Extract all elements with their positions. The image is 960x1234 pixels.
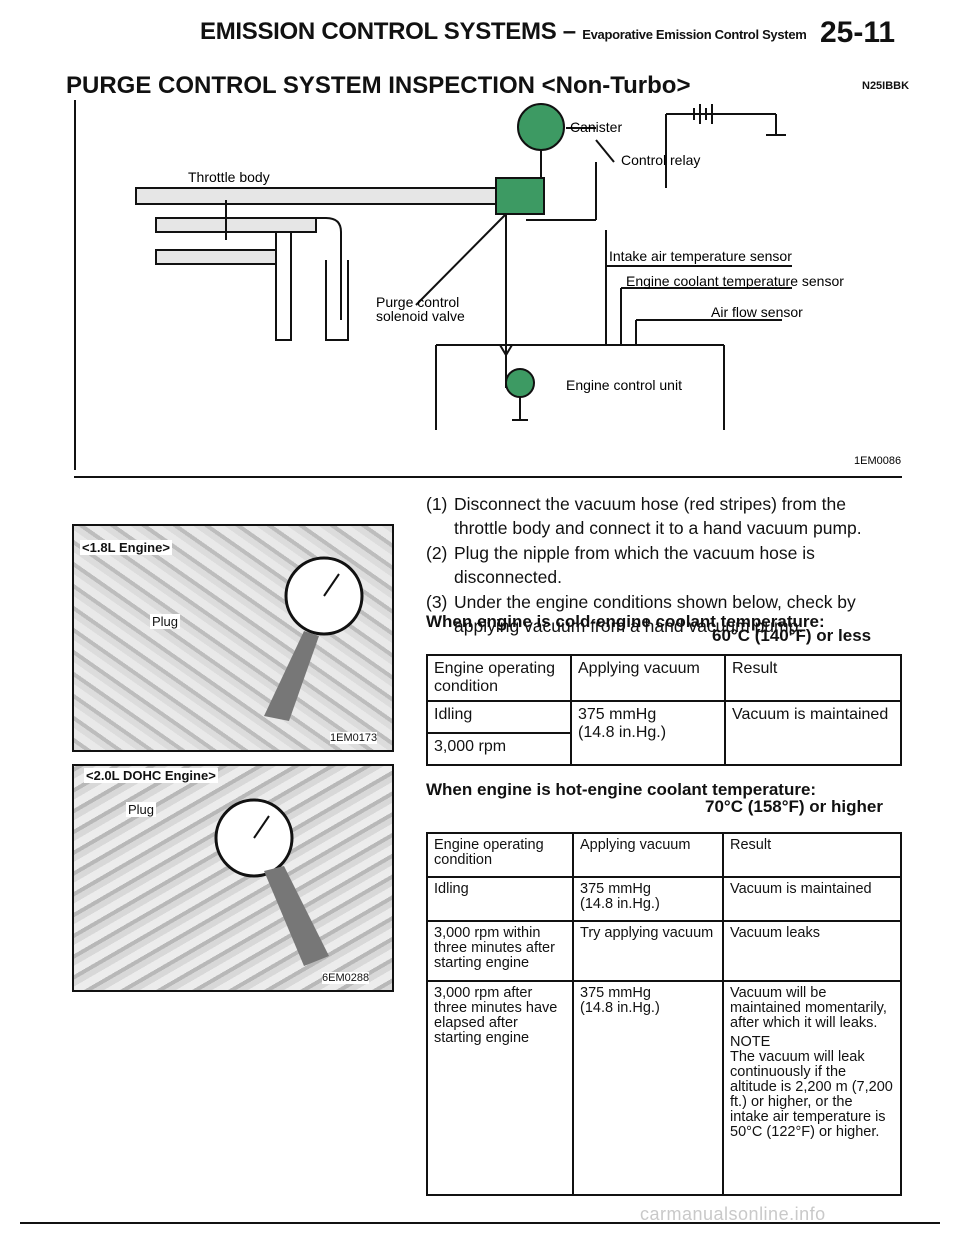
step-text: Disconnect the vacuum hose (red stripes)…	[454, 494, 862, 538]
table-row: 3,000 rpm within three minutes after sta…	[426, 920, 902, 982]
step-number: (2)	[426, 543, 448, 563]
table-cell: Idling	[426, 700, 572, 734]
photo-2-plug-label: Plug	[126, 802, 157, 817]
table-cell: 375 mmHg(14.8 in.Hg.)	[570, 700, 726, 766]
vacuum-value-inhg: (14.8 in.Hg.)	[580, 896, 660, 912]
canister-label: Canister	[570, 119, 622, 135]
table-cell: 3,000 rpm after three minutes have elaps…	[426, 980, 574, 1196]
header-dash: –	[562, 18, 576, 45]
table-cell: 375 mmHg(14.8 in.Hg.)	[572, 980, 724, 1196]
control-relay-label: Control relay	[621, 152, 700, 168]
ecu-label: Engine control unit	[566, 377, 682, 393]
vacuum-value-inhg: (14.8 in.Hg.)	[580, 1000, 660, 1016]
step-item: (3) Under the engine conditions shown bel…	[426, 590, 902, 638]
table-row: Idling 375 mmHg(14.8 in.Hg.) Vacuum is m…	[426, 876, 902, 922]
coolant-sensor-label: Engine coolant temperature sensor	[626, 273, 844, 289]
page-header: EMISSION CONTROL SYSTEMS – Evaporative E…	[200, 18, 807, 46]
table-cell: Vacuum leaks	[722, 920, 902, 982]
vacuum-value: 375 mmHg	[580, 985, 651, 1001]
note-text: The vacuum will leak continuously if the…	[730, 1049, 893, 1140]
purge-valve-label-2: solenoid valve	[376, 308, 465, 324]
header-section: EMISSION CONTROL SYSTEMS	[200, 18, 557, 45]
table-header-row: Engine operating condition Applying vacu…	[426, 654, 902, 702]
table-cell: Vacuum is maintained	[724, 700, 902, 766]
table-header: Applying vacuum	[572, 832, 724, 878]
cold-temp: 60°C (140°F) or less	[712, 626, 872, 645]
note-label: NOTE	[730, 1034, 771, 1050]
air-flow-sensor-label: Air flow sensor	[711, 304, 803, 320]
photo-1-8l-engine: <1.8L Engine> Plug 1EM0173	[72, 524, 394, 752]
diagram-left-rule	[74, 100, 76, 470]
section-code: N25IBBK	[862, 80, 910, 92]
photo-2-code: 6EM0288	[322, 972, 370, 984]
intake-air-sensor-label: Intake air temperature sensor	[609, 248, 792, 264]
table-cell: Idling	[426, 876, 574, 922]
table-header: Result	[724, 654, 902, 702]
table-cell: Vacuum is maintained	[722, 876, 902, 922]
hot-temp: 70°C (158°F) or higher	[705, 797, 883, 816]
photo-1-code: 1EM0173	[330, 732, 378, 744]
procedure-steps: (1) Disconnect the vacuum hose (red strip…	[426, 492, 902, 639]
throttle-body-label: Throttle body	[188, 169, 270, 185]
table-cell: 3,000 rpm within three minutes after sta…	[426, 920, 574, 982]
vacuum-gauge-icon-2	[214, 798, 329, 966]
photo-1-plug-label: Plug	[150, 614, 181, 629]
step-number: (3)	[426, 592, 448, 612]
footer-rule	[20, 1222, 940, 1224]
table-row: 3,000 rpm after three minutes have elaps…	[426, 980, 902, 1196]
table-header: Applying vacuum	[570, 654, 726, 702]
photo-1-label: <1.8L Engine>	[80, 540, 172, 555]
watermark: carmanualsonline.info	[640, 1204, 826, 1224]
photo-2-0l-dohc-engine: <2.0L DOHC Engine> Plug 6EM0288	[72, 764, 394, 992]
diagram-figure-code: 1EM0086	[854, 455, 901, 467]
cold-spec-table: Engine operating condition Applying vacu…	[426, 654, 902, 766]
table-header: Engine operating condition	[426, 832, 574, 878]
canister-icon	[517, 103, 565, 151]
result-text: Vacuum will be maintained momentarily, a…	[730, 985, 887, 1031]
purge-valve-label-1: Purge control	[376, 294, 459, 310]
table-cell: 375 mmHg(14.8 in.Hg.)	[572, 876, 724, 922]
step-item: (2) Plug the nipple from which the vacuum…	[426, 541, 902, 589]
hot-spec-table: Engine operating condition Applying vacu…	[426, 832, 902, 1196]
page-number: 25-11	[820, 16, 896, 49]
vacuum-value-inhg: (14.8 in.Hg.)	[578, 724, 667, 741]
vacuum-value: 375 mmHg	[578, 706, 657, 723]
table-cell: Vacuum will be maintained momentarily, a…	[722, 980, 902, 1196]
vacuum-value: 375 mmHg	[580, 881, 651, 897]
photo-2-label: <2.0L DOHC Engine>	[84, 768, 218, 783]
hot-heading: When engine is hot-engine coolant temper…	[426, 780, 817, 799]
table-header-row: Engine operating condition Applying vacu…	[426, 832, 902, 878]
vacuum-gauge-icon	[264, 556, 364, 721]
purge-system-diagram: Throttle body Canister Control relay Pur…	[135, 103, 901, 467]
header-subsection: Evaporative Emission Control System	[582, 27, 807, 42]
table-cell: 3,000 rpm	[426, 732, 572, 766]
diagram-bottom-rule	[74, 476, 902, 478]
section-title: PURGE CONTROL SYSTEM INSPECTION <Non-Tur…	[66, 72, 691, 99]
step-number: (1)	[426, 494, 448, 514]
table-header: Engine operating condition	[426, 654, 572, 702]
table-cell: Try applying vacuum	[572, 920, 724, 982]
cold-heading: When engine is cold-engine coolant tempe…	[426, 612, 825, 631]
step-text: Plug the nipple from which the vacuum ho…	[454, 543, 815, 587]
step-text: Under the engine conditions shown below,…	[454, 592, 856, 636]
step-item: (1) Disconnect the vacuum hose (red strip…	[426, 492, 902, 540]
table-row: 3,000 rpm	[426, 732, 901, 766]
table-header: Result	[722, 832, 902, 878]
table-row: Idling 375 mmHg(14.8 in.Hg.) Vacuum is m…	[426, 700, 902, 766]
